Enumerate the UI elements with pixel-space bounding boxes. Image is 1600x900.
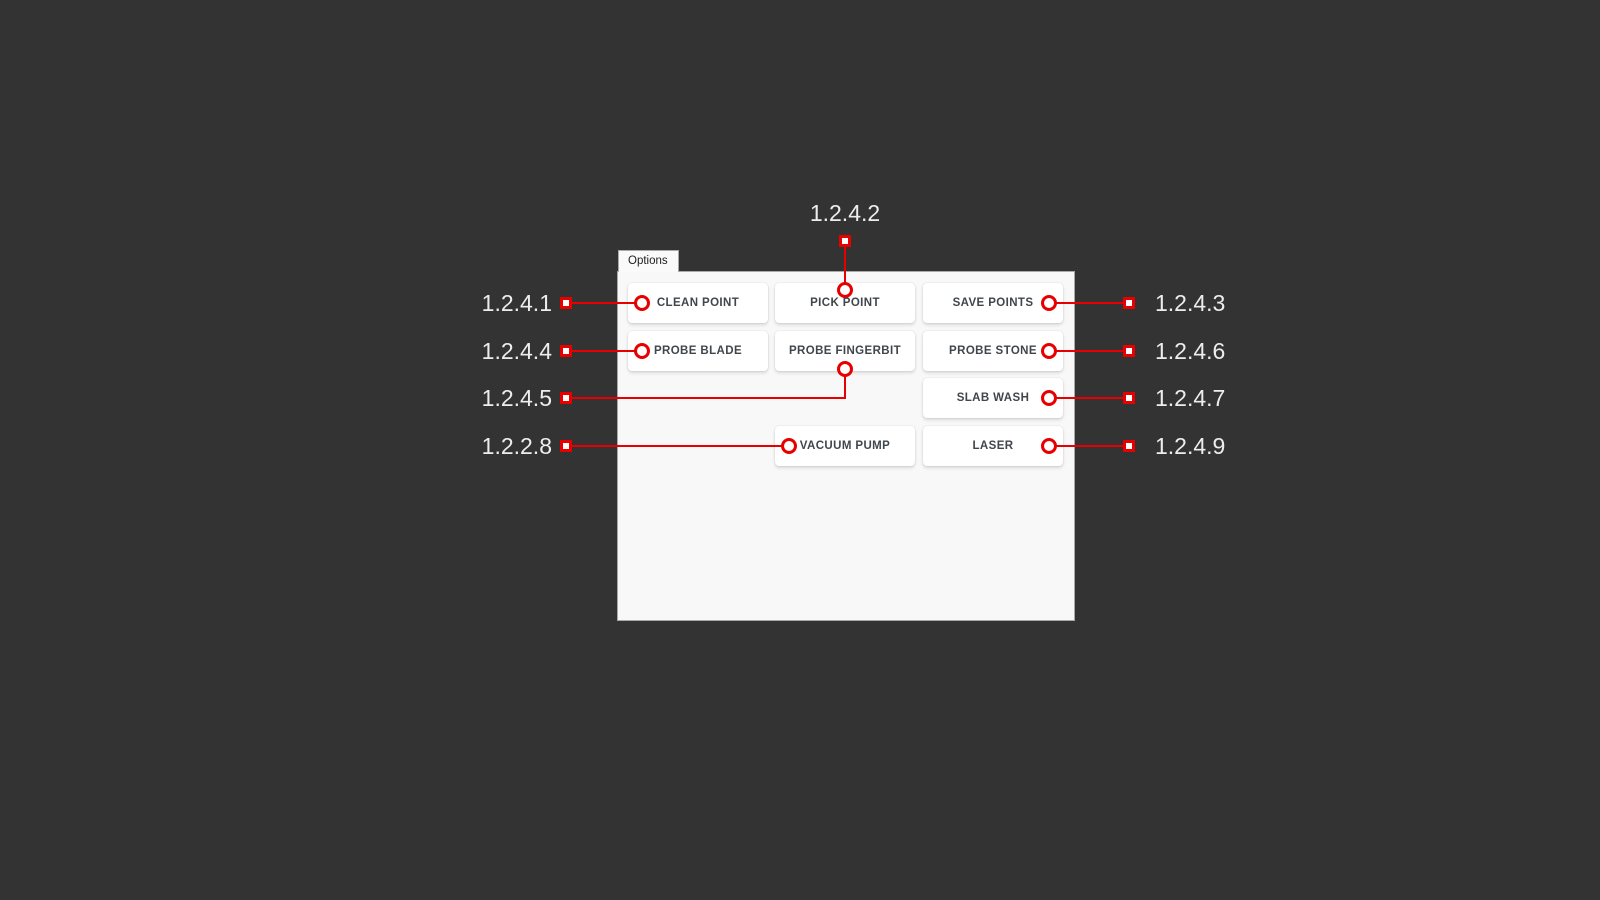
button-vacuum-pump[interactable]: VACUUM PUMP: [775, 426, 915, 466]
callout-line: [844, 369, 846, 398]
button-probe-blade[interactable]: PROBE BLADE: [628, 331, 768, 371]
callout-square-marker: [1123, 297, 1135, 309]
callout-label-1-2-4-7: 1.2.4.7: [1155, 385, 1226, 411]
callout-label-1-2-4-2: 1.2.4.2: [809, 200, 881, 226]
callout-line: [1049, 397, 1129, 399]
callout-circle-marker: [837, 361, 853, 377]
button-slab-wash[interactable]: SLAB WASH: [923, 378, 1063, 418]
callout-label-1-2-4-4: 1.2.4.4: [481, 338, 552, 364]
callout-circle-marker: [1041, 438, 1057, 454]
tab-options[interactable]: Options: [618, 250, 679, 272]
button-label: SAVE POINTS: [952, 297, 1034, 309]
button-label: CLEAN POINT: [656, 297, 740, 309]
callout-square-marker: [560, 297, 572, 309]
button-clean-point[interactable]: CLEAN POINT: [628, 283, 768, 323]
callout-square-marker: [1123, 392, 1135, 404]
button-probe-stone[interactable]: PROBE STONE: [923, 331, 1063, 371]
callout-label-1-2-4-9: 1.2.4.9: [1155, 433, 1226, 459]
callout-label-1-2-4-3: 1.2.4.3: [1155, 290, 1226, 316]
callout-circle-marker: [781, 438, 797, 454]
callout-label-1-2-4-1: 1.2.4.1: [481, 290, 552, 316]
callout-circle-marker: [634, 343, 650, 359]
button-label: VACUUM PUMP: [799, 440, 891, 452]
tab-options-label: Options: [628, 254, 668, 267]
callout-circle-marker: [1041, 343, 1057, 359]
button-label: PROBE STONE: [949, 345, 1037, 357]
callout-square-marker: [560, 392, 572, 404]
callout-label-1-2-4-5: 1.2.4.5: [481, 385, 552, 411]
callout-line: [1049, 445, 1129, 447]
button-save-points[interactable]: SAVE POINTS: [923, 283, 1063, 323]
callout-square-marker: [560, 440, 572, 452]
callout-square-marker: [1123, 345, 1135, 357]
callout-label-1-2-2-8: 1.2.2.8: [481, 433, 552, 459]
callout-line: [566, 397, 846, 399]
callout-label-1-2-4-6: 1.2.4.6: [1155, 338, 1226, 364]
callout-circle-marker: [634, 295, 650, 311]
button-label: SLAB WASH: [956, 392, 1030, 404]
button-label: PROBE BLADE: [653, 345, 743, 357]
callout-square-marker: [839, 235, 851, 247]
button-label: LASER: [972, 440, 1014, 452]
callout-line: [1049, 350, 1129, 352]
callout-circle-marker: [1041, 390, 1057, 406]
callout-line: [566, 302, 642, 304]
button-label: PROBE FINGERBIT: [788, 345, 902, 357]
callout-line: [844, 241, 846, 290]
button-laser[interactable]: LASER: [923, 426, 1063, 466]
callout-square-marker: [1123, 440, 1135, 452]
callout-line: [566, 445, 789, 447]
callout-circle-marker: [837, 282, 853, 298]
callout-circle-marker: [1041, 295, 1057, 311]
callout-square-marker: [560, 345, 572, 357]
callout-line: [1049, 302, 1129, 304]
button-label: PICK POINT: [810, 297, 880, 309]
callout-line: [566, 350, 642, 352]
